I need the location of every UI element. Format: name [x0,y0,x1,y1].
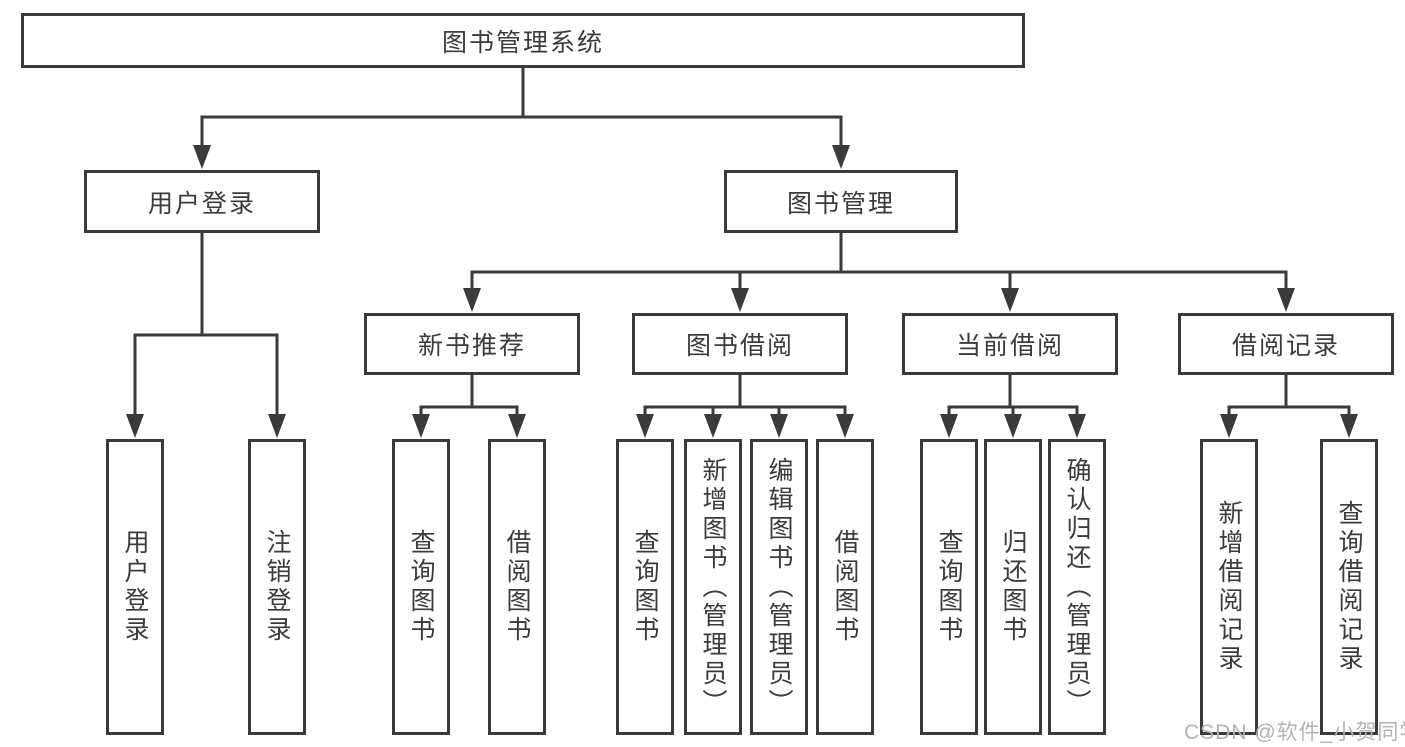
leaf-query-books-current: 查询图书 [920,439,978,735]
csdn-watermark: CSDN @软件_小贺同学 [1184,721,1405,744]
leaf-user-login: 用户登录 [106,439,164,735]
node-user-login: 用户登录 [84,170,320,233]
leaf-query-books-recommend: 查询图书 [392,439,450,735]
leaf-add-borrow-record: 新增借阅记录 [1200,439,1258,735]
leaf-borrow-books-recommend: 借阅图书 [488,439,546,735]
node-new-book-recommendation: 新书推荐 [364,313,580,375]
leaf-edit-book-admin: 编辑图书（管理员） [750,439,808,735]
leaf-return-book: 归还图书 [984,439,1042,735]
node-current-borrowing: 当前借阅 [902,313,1118,375]
leaf-confirm-return-admin: 确认归还（管理员） [1048,439,1106,735]
leaf-borrow-books: 借阅图书 [816,439,874,735]
node-library-management-system: 图书管理系统 [21,13,1025,68]
node-book-management: 图书管理 [724,170,958,233]
leaf-query-books-borrow: 查询图书 [616,439,674,735]
leaf-logout: 注销登录 [248,439,306,735]
leaf-query-borrow-record: 查询借阅记录 [1320,439,1378,735]
leaf-add-book-admin: 新增图书（管理员） [684,439,742,735]
node-borrowing-records: 借阅记录 [1178,313,1394,375]
node-book-borrowing: 图书借阅 [632,313,848,375]
